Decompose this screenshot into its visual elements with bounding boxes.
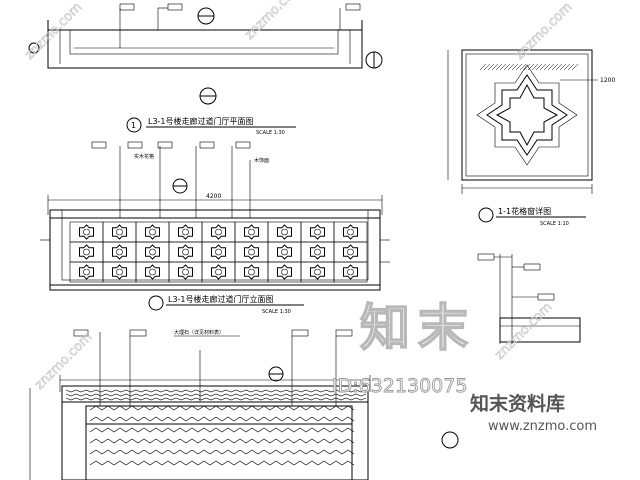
- hatch-line: [563, 63, 571, 71]
- elevation-title: L3-1号楼走廊过道门厅立面图: [168, 294, 274, 304]
- lattice-cell: [333, 241, 368, 263]
- lattice-cell: [201, 241, 236, 263]
- wave-line: [89, 427, 355, 433]
- lattice-cell: [102, 261, 137, 283]
- lattice-cell: [69, 221, 104, 243]
- hatch-line: [531, 63, 539, 71]
- lattice-detail: 1200: [447, 49, 615, 194]
- hatch-line: [515, 63, 523, 71]
- wave-line: [89, 405, 355, 411]
- wave-line: [89, 438, 355, 444]
- wave-line: [65, 389, 367, 393]
- elevation-note-a: 实木花格: [134, 153, 154, 160]
- lattice-cell: [168, 261, 203, 283]
- plan-title: L3-1号楼走廊过道门厅平面图: [148, 116, 254, 126]
- hatch-line: [511, 63, 519, 71]
- lattice-cell: [333, 221, 368, 243]
- wave-line: [65, 397, 367, 401]
- hatch-line: [519, 63, 527, 71]
- watermark-side-1: znzmo.com: [22, 0, 85, 63]
- small-section: [441, 253, 581, 449]
- plan-view: [28, 3, 383, 105]
- hatch-line: [539, 63, 547, 71]
- hatch-line: [503, 63, 511, 71]
- lattice-cell: [267, 261, 302, 283]
- hatch-line: [499, 63, 507, 71]
- elevation-wave-wall: 大理石（详见材料表）: [29, 329, 371, 480]
- lattice-cell: [168, 221, 203, 243]
- dim-detail: 1200: [600, 77, 615, 84]
- hatch-line: [507, 63, 515, 71]
- lattice-cell: [102, 221, 137, 243]
- elevation-note-b: 木饰面: [254, 157, 269, 164]
- watermark-url: www.znzmo.com: [488, 419, 597, 434]
- hatch-line: [483, 63, 491, 71]
- lattice-cell: [135, 221, 170, 243]
- hatch-line: [495, 63, 503, 71]
- dim-top: 4200: [206, 193, 221, 200]
- hatch-line: [559, 63, 567, 71]
- hatch-line: [491, 63, 499, 71]
- plan-scale: SCALE 1:30: [256, 130, 285, 136]
- hatch-line: [535, 63, 543, 71]
- elevation-lattice: 4200 实木花格 木饰面: [40, 141, 390, 291]
- lattice-cell: [168, 241, 203, 263]
- lattice-cell: [234, 261, 269, 283]
- watermark-side-4: znzmo.com: [32, 330, 95, 393]
- lattice-cell: [333, 261, 368, 283]
- detail-title: 1-1花格窗详图: [498, 206, 551, 216]
- detail-scale: SCALE 1:10: [540, 221, 569, 227]
- hatch-line: [527, 63, 535, 71]
- hatch-line: [547, 63, 555, 71]
- wave-line: [89, 449, 355, 455]
- wave-line: [89, 460, 355, 466]
- wave-line: [65, 393, 367, 397]
- detail-title-block: 1-1花格窗详图 SCALE 1:10: [478, 206, 586, 227]
- watermark-id: ID:632130075: [332, 375, 467, 397]
- hatch-line: [571, 63, 579, 71]
- hatch-line: [523, 63, 531, 71]
- hatch-line: [567, 63, 575, 71]
- wall-note: 大理石（详见材料表）: [174, 329, 224, 336]
- plan-title-block: 1 L3-1号楼走廊过道门厅平面图 SCALE 1:30: [126, 116, 296, 136]
- wave-pattern: [65, 389, 367, 466]
- hatch-line: [487, 63, 495, 71]
- elevation-scale: SCALE 1:30: [262, 309, 291, 315]
- lattice-cell: [102, 241, 137, 263]
- lattice-cell: [201, 221, 236, 243]
- lattice-cell: [201, 261, 236, 283]
- lattice-cell: [267, 221, 302, 243]
- watermark-big: 知末: [360, 299, 476, 357]
- lattice-cell: [234, 241, 269, 263]
- watermark-side-2: znzmo.com: [242, 0, 305, 43]
- lattice-grid: [69, 221, 368, 283]
- lattice-cell: [267, 241, 302, 263]
- hatch-line: [555, 63, 563, 71]
- lattice-cell: [300, 261, 335, 283]
- hatch-line: [479, 63, 487, 71]
- hatch-line: [543, 63, 551, 71]
- lattice-cell: [135, 241, 170, 263]
- wave-line: [89, 416, 355, 422]
- hatch-line: [551, 63, 559, 71]
- watermark-side-5: znzmo.com: [492, 300, 555, 363]
- lattice-cell: [135, 261, 170, 283]
- detail-hatch: [479, 63, 579, 71]
- elevation-title-block: L3-1号楼走廊过道门厅立面图 SCALE 1:30: [148, 294, 304, 315]
- watermark-side-3: znzmo.com: [512, 0, 575, 63]
- watermark-brand: 知末资料库: [470, 392, 565, 415]
- lattice-cell: [300, 221, 335, 243]
- star-lattice-detail: [476, 64, 578, 166]
- lattice-cell: [69, 241, 104, 263]
- section-number: 1: [131, 121, 136, 130]
- lattice-cell: [234, 221, 269, 243]
- lattice-cell: [69, 261, 104, 283]
- lattice-cell: [300, 241, 335, 263]
